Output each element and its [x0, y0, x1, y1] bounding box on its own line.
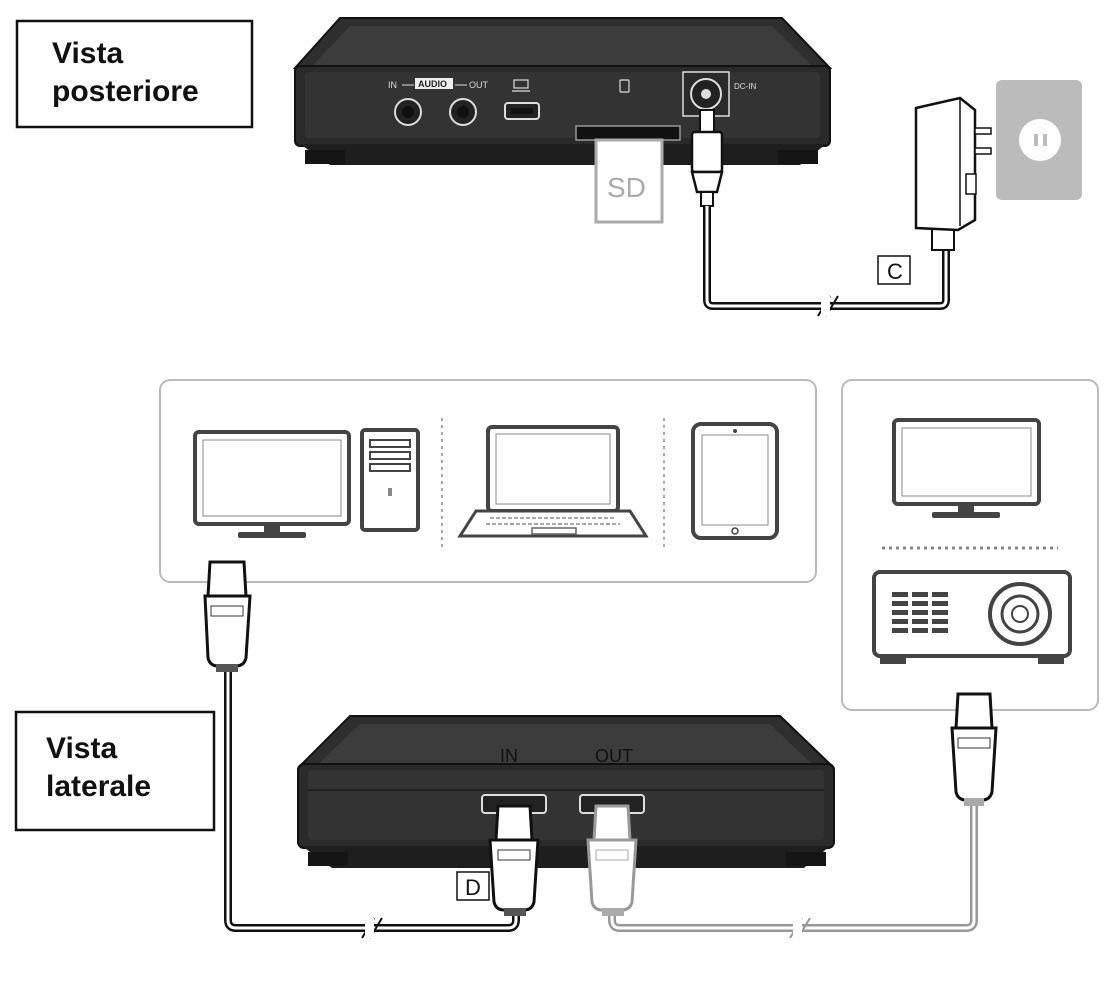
capture-device-side: IN OUT [297, 715, 835, 868]
hdmi-plug-in-port [488, 804, 540, 916]
desktop-monitor-icon [193, 430, 351, 538]
sd-icon [619, 79, 630, 93]
hdmi-plug-display [950, 692, 998, 806]
display-devices-panel [841, 379, 1099, 711]
cable-marker-c: C [877, 255, 911, 285]
power-plug [690, 109, 724, 207]
power-cable [703, 206, 950, 317]
laptop-icon [457, 425, 649, 538]
source-devices-panel [159, 379, 817, 583]
tablet-icon [691, 422, 779, 540]
cable-marker-d: D [456, 871, 490, 901]
sd-card: SD [594, 138, 664, 224]
projector-icon [872, 570, 1072, 664]
capture-device-rear: IN AUDIO OUT DC-IN [292, 17, 833, 165]
usb-icon [512, 79, 530, 92]
rear-view-label: Vista posteriore [15, 19, 254, 129]
audio-in-label: IN [388, 80, 397, 90]
hdmi-out-label: OUT [595, 746, 633, 766]
hdmi-plug-out-port [586, 804, 638, 916]
hdmi-input-cable [224, 670, 520, 939]
side-view-label-line2: laterale [46, 770, 151, 803]
tv-monitor-icon [892, 418, 1041, 518]
svg-text:D: D [465, 875, 481, 900]
sd-card-label: SD [607, 172, 646, 203]
side-view-label-line1: Vista [46, 732, 117, 765]
hdmi-in-label: IN [500, 746, 518, 766]
hdmi-output-cable [608, 800, 978, 939]
dc-in-label: DC-IN [734, 82, 756, 91]
wall-outlet [996, 80, 1082, 200]
audio-badge: AUDIO [418, 79, 447, 89]
audio-out-label: OUT [469, 80, 489, 90]
svg-text:C: C [887, 259, 903, 284]
side-view-label: Vista laterale [14, 710, 216, 832]
desktop-tower-icon [360, 428, 420, 532]
power-adapter [914, 96, 992, 251]
rear-view-label-line1: Vista [52, 37, 123, 70]
hdmi-plug-source [203, 560, 252, 672]
rear-view-label-line2: posteriore [52, 75, 199, 108]
